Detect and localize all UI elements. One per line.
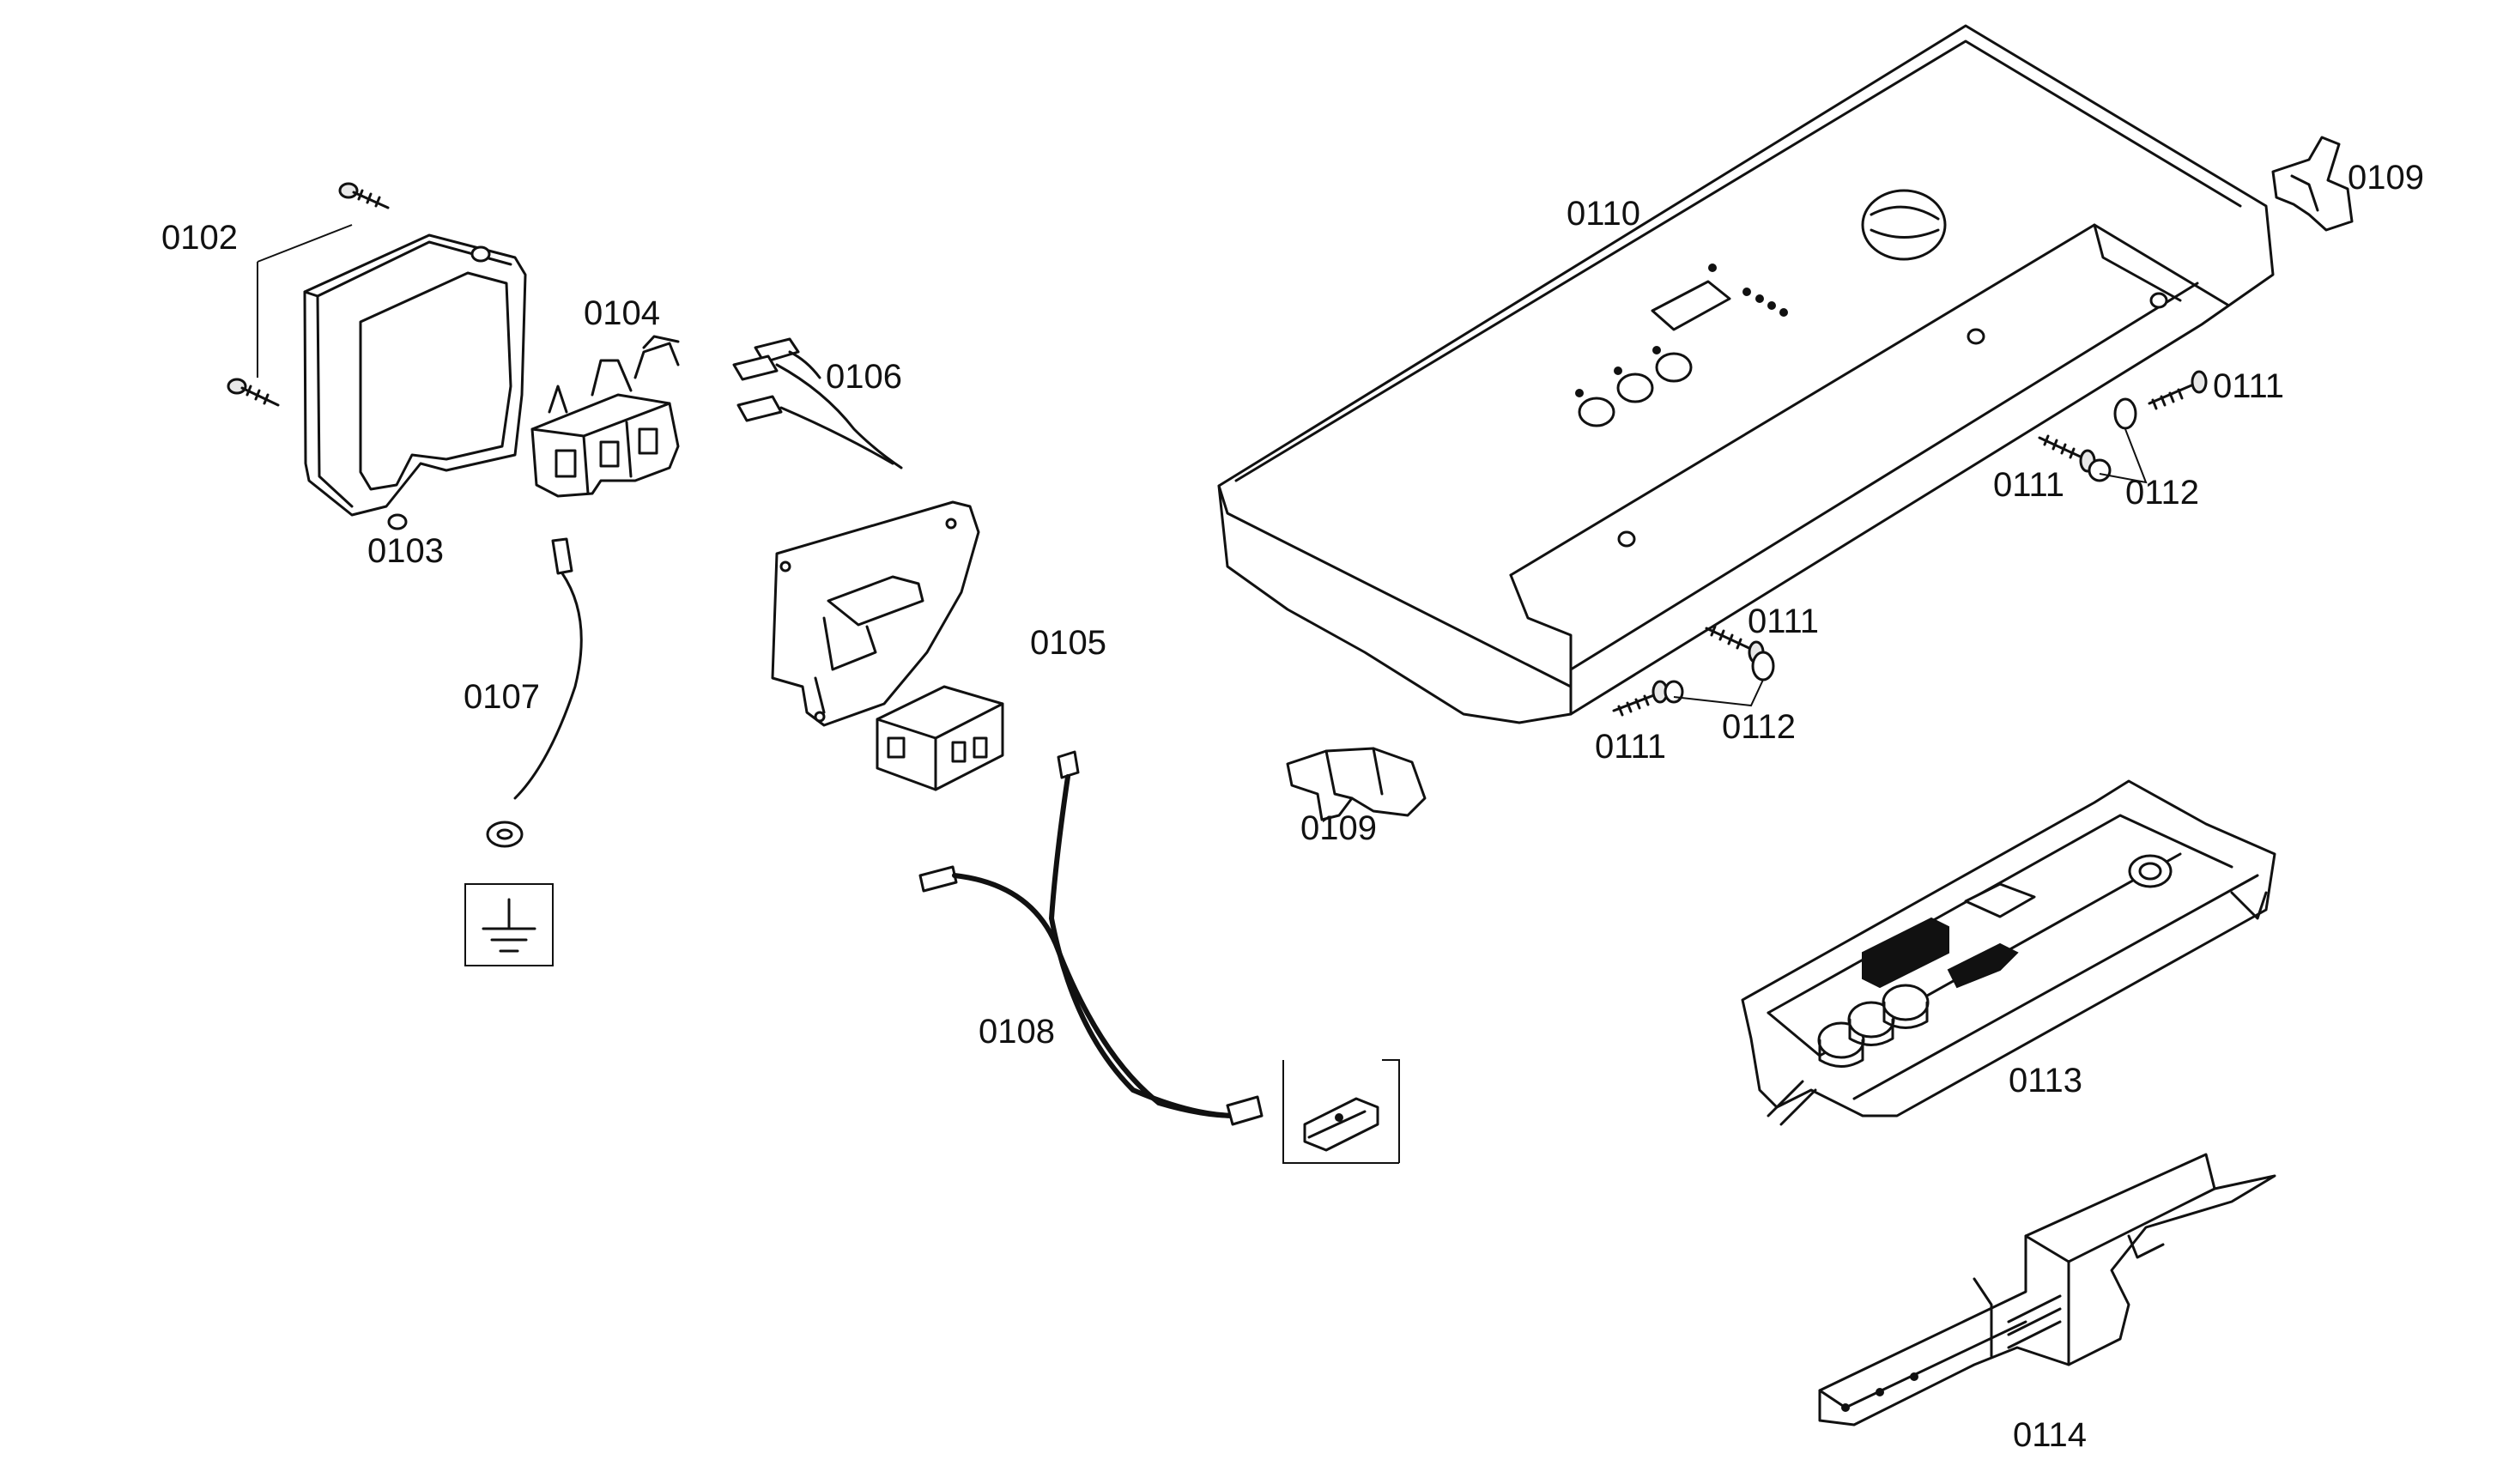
label-0109-right: 0109 [2348, 159, 2424, 197]
label-0106: 0106 [826, 358, 902, 396]
label-0103: 0103 [367, 532, 444, 570]
label-0102: 0102 [161, 219, 238, 257]
button-3[interactable] [1655, 352, 1693, 383]
label-0108: 0108 [979, 1013, 1055, 1051]
label-0104: 0104 [584, 294, 660, 332]
relay-0105[interactable] [876, 685, 1004, 791]
label-0111-bottom-left: 0111 [1595, 728, 1666, 766]
ground-wire-0107[interactable] [486, 537, 583, 848]
bracket-0114[interactable] [1818, 1153, 2276, 1426]
button-1[interactable] [1578, 397, 1615, 427]
label-0110: 0110 [1567, 195, 1640, 233]
label-0109-left: 0109 [1300, 809, 1377, 847]
label-0105: 0105 [1030, 624, 1106, 662]
program-knob[interactable] [1861, 189, 1947, 261]
label-0112-left: 0112 [1722, 708, 1796, 746]
label-0111-mid-right: 0111 [1993, 466, 2064, 504]
display-window [1651, 280, 1731, 331]
ground-symbol-icon [464, 883, 554, 966]
connector-detail-icon [1282, 1059, 1400, 1164]
washer-0112-left[interactable] [1664, 651, 1775, 704]
label-0112-right: 0112 [2125, 474, 2199, 512]
cover-box-0103[interactable] [303, 233, 527, 530]
switch-block-0104[interactable] [530, 335, 680, 498]
button-2[interactable] [1616, 373, 1654, 403]
electronic-module-0113[interactable] [1741, 779, 2276, 1126]
wire-harness-0106[interactable] [732, 337, 903, 469]
label-0107: 0107 [464, 678, 540, 716]
screw-0111-bottom-left[interactable] [1612, 680, 1669, 717]
label-0111-top-right: 0111 [2213, 367, 2284, 405]
screw-0111-top-right[interactable] [2148, 370, 2208, 410]
front-panel-0110[interactable] [1217, 24, 2275, 724]
screw-0102-bottom[interactable] [227, 378, 280, 407]
label-0113: 0113 [2009, 1062, 2082, 1099]
mounting-plate[interactable] [771, 500, 980, 727]
screw-0102-top[interactable] [338, 182, 390, 209]
label-0114: 0114 [2013, 1416, 2087, 1454]
clip-0109-left[interactable] [1286, 747, 1427, 821]
wire-harness-0108[interactable] [918, 750, 1264, 1126]
clip-0109-right[interactable] [2271, 136, 2354, 232]
label-0111-mid-left: 0111 [1748, 603, 1819, 640]
